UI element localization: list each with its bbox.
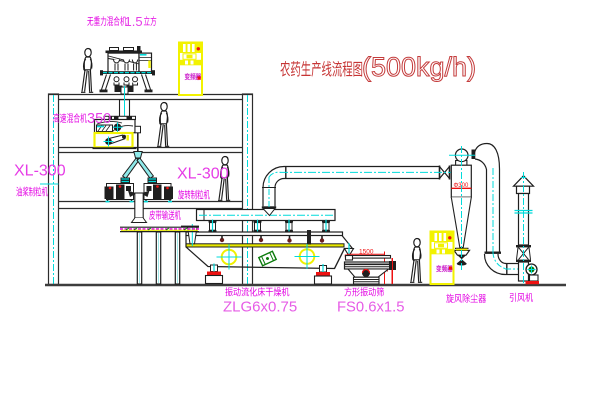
svg-text:旋风除尘器: 旋风除尘器 [446, 292, 486, 304]
svg-text:ZLG6x0.75: ZLG6x0.75 [223, 299, 297, 316]
svg-text:XL-300: XL-300 [177, 166, 229, 183]
svg-text:无重力混合机: 无重力混合机 [87, 16, 127, 28]
svg-text:立方: 立方 [144, 16, 157, 28]
svg-text:1.5: 1.5 [125, 14, 143, 29]
svg-text:引风机: 引风机 [509, 291, 533, 303]
svg-text:350: 350 [87, 111, 111, 127]
svg-text:XL-300: XL-300 [14, 163, 66, 180]
svg-text:(500kg/h): (500kg/h) [362, 52, 476, 82]
svg-text:农药生产线流程图: 农药生产线流程图 [280, 61, 363, 79]
svg-text:1500: 1500 [359, 249, 374, 256]
svg-text:高速混合机: 高速混合机 [53, 111, 87, 124]
svg-text:旋转制粒机: 旋转制粒机 [178, 189, 210, 201]
svg-text:油桨制粒机: 油桨制粒机 [16, 186, 48, 198]
svg-text:变频器: 变频器 [436, 263, 453, 273]
svg-text:FS0.6x1.5: FS0.6x1.5 [337, 300, 404, 316]
svg-text:皮带输送机: 皮带输送机 [149, 209, 181, 221]
svg-text:振动流化床干燥机: 振动流化床干燥机 [225, 286, 290, 298]
svg-text:变频器: 变频器 [185, 71, 202, 81]
svg-text:方形振动筛: 方形振动筛 [344, 286, 384, 298]
